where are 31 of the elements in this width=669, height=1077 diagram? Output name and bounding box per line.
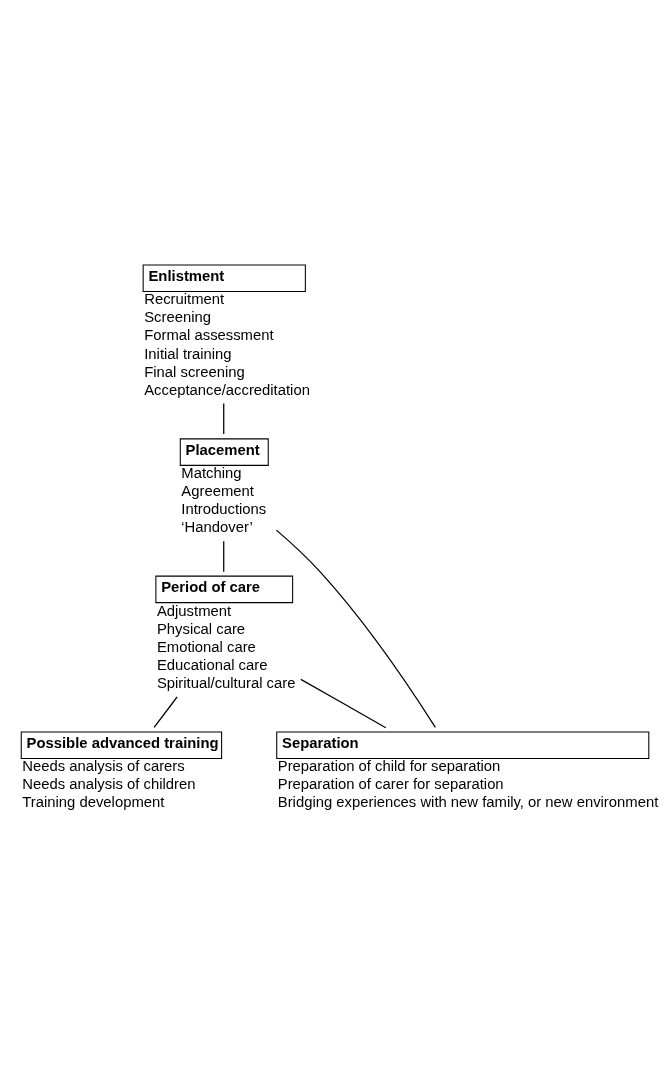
connector: [275, 529, 436, 728]
connector: [223, 540, 225, 573]
node-label: Initial training: [144, 345, 232, 362]
node-label: Emotional care: [156, 638, 256, 655]
node-box: Period of care: [155, 575, 294, 604]
node-label: Matching: [181, 465, 242, 482]
node-label: Recruitment: [144, 291, 225, 308]
connector: [300, 678, 387, 729]
node-box: Possible advanced training: [20, 731, 223, 759]
node-label: ‘Handover’: [181, 519, 253, 536]
node-box: Placement: [179, 438, 269, 466]
node-label: Final screening: [144, 363, 245, 380]
node-box: Enlistment: [142, 264, 306, 293]
connector: [153, 696, 178, 728]
node-label: Preparation of child for separation: [277, 758, 501, 775]
node-label: Acceptance/accreditation: [144, 381, 310, 398]
node-label: Introductions: [181, 501, 267, 518]
node-label: Bridging experiences with new family, or new environment: [277, 794, 659, 811]
node-box: Separation: [276, 731, 650, 759]
node-label: Needs analysis of carers: [22, 758, 185, 775]
connector: [223, 402, 225, 435]
node-label: Training development: [22, 794, 165, 811]
node-label: Screening: [144, 309, 211, 326]
node-label: Needs analysis of children: [22, 776, 196, 793]
node-label: Educational care: [156, 656, 268, 673]
node-label: Preparation of carer for separation: [277, 776, 504, 793]
node-label: Agreement: [181, 483, 254, 500]
node-label: Adjustment: [156, 602, 232, 619]
node-label: Spiritual/cultural care: [156, 674, 296, 691]
node-label: Physical care: [156, 620, 246, 637]
node-label: Formal assessment: [144, 327, 274, 344]
